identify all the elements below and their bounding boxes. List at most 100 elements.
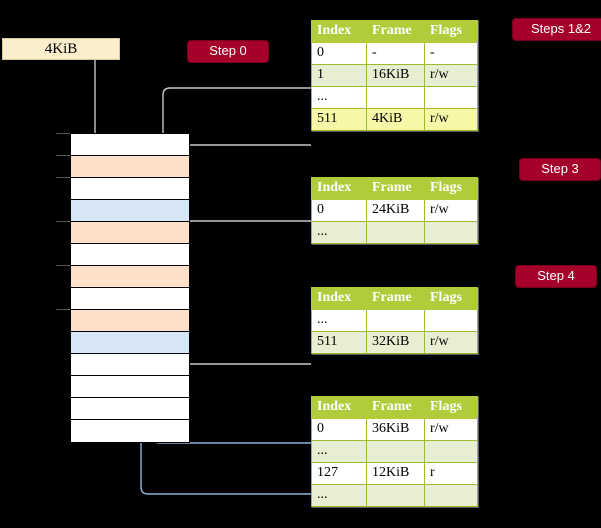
column-header-flags: Flags	[424, 177, 478, 200]
table-row[interactable]: ...	[311, 309, 478, 332]
table-cell-frm	[366, 309, 425, 332]
table-cell-flg: r	[424, 462, 478, 485]
wire-level3-entry511-to-memory	[167, 296, 311, 365]
column-header-flags: Flags	[424, 20, 478, 43]
wire-level4-entry127-to-memory	[132, 215, 311, 495]
memory-tick	[56, 265, 70, 266]
table-cell-frm: 24KiB	[366, 199, 425, 222]
column-header-frame: Frame	[366, 177, 425, 200]
table-cell-flg: -	[424, 42, 478, 65]
source-frame-label: 4KiB	[44, 40, 78, 57]
memory-frame-row	[71, 244, 189, 266]
memory-frame-row	[71, 420, 189, 442]
table-cell-flg: r/w	[424, 108, 478, 131]
table-cell-idx: ...	[311, 309, 367, 332]
table-cell-frm: 4KiB	[366, 108, 425, 131]
column-header-frame: Frame	[366, 20, 425, 43]
table-cell-flg	[424, 221, 478, 244]
table-cell-frm: 36KiB	[366, 418, 425, 441]
table-cell-flg	[424, 484, 478, 507]
table-cell-idx: 511	[311, 108, 367, 131]
table-cell-idx: 0	[311, 42, 367, 65]
table-cell-frm: 16KiB	[366, 64, 425, 87]
table-cell-idx: ...	[311, 221, 367, 244]
table-cell-idx: 1	[311, 64, 367, 87]
column-header-index: Index	[311, 287, 367, 310]
memory-frame-row	[71, 222, 189, 244]
memory-frame-row	[71, 178, 189, 200]
source-frame-box: 4KiB	[2, 38, 120, 60]
badge-step-4: Step 4	[516, 266, 596, 287]
table-cell-idx: ...	[311, 440, 367, 463]
badge-step-3: Step 3	[520, 159, 600, 180]
column-header-flags: Flags	[424, 287, 478, 310]
table-cell-flg: r/w	[424, 331, 478, 354]
memory-tick	[56, 221, 70, 222]
memory-tick	[56, 133, 70, 134]
table-cell-frm	[366, 440, 425, 463]
memory-tick	[56, 177, 70, 178]
memory-frame-row	[71, 200, 189, 222]
table-cell-idx: 127	[311, 462, 367, 485]
memory-tick	[56, 155, 70, 156]
memory-frame-row	[71, 376, 189, 398]
badge-label: Step 0	[209, 43, 247, 58]
table-cell-flg: r/w	[424, 418, 478, 441]
table-row[interactable]: 0--	[311, 42, 478, 65]
wire-level1-entry1-to-memory	[162, 87, 311, 244]
table-cell-frm	[366, 86, 425, 109]
column-header-flags: Flags	[424, 396, 478, 419]
table-cell-frm: 32KiB	[366, 331, 425, 354]
physical-memory-column	[70, 133, 190, 443]
table-cell-flg	[424, 86, 478, 109]
memory-frame-row	[71, 332, 189, 354]
memory-frame-row	[71, 288, 189, 310]
memory-frame-row	[71, 398, 189, 420]
table-cell-flg: r/w	[424, 199, 478, 222]
table-row[interactable]: ...	[311, 440, 478, 463]
table-cell-flg: r/w	[424, 64, 478, 87]
table-row[interactable]: ...	[311, 86, 478, 109]
table-cell-idx: ...	[311, 86, 367, 109]
table-cell-idx: 0	[311, 199, 367, 222]
badge-step-0: Step 0	[188, 41, 268, 62]
table-cell-idx: 0	[311, 418, 367, 441]
table-cell-frm	[366, 221, 425, 244]
column-header-index: Index	[311, 177, 367, 200]
memory-frame-row	[71, 134, 189, 156]
badge-label: Step 3	[541, 161, 579, 176]
table-cell-frm: -	[366, 42, 425, 65]
memory-frame-row	[71, 354, 189, 376]
table-cell-flg	[424, 440, 478, 463]
table-row[interactable]: ...	[311, 484, 478, 507]
column-header-frame: Frame	[366, 287, 425, 310]
table-cell-idx: ...	[311, 484, 367, 507]
memory-frame-row	[71, 310, 189, 332]
badge-label: Steps 1&2	[531, 21, 591, 36]
table-row[interactable]: ...	[311, 221, 478, 244]
badge-label: Step 4	[537, 268, 575, 283]
column-header-index: Index	[311, 20, 367, 43]
memory-frame-row	[71, 266, 189, 288]
badge-steps-1-2: Steps 1&2	[513, 19, 601, 40]
memory-frame-row	[71, 156, 189, 178]
column-header-frame: Frame	[366, 396, 425, 419]
table-cell-flg	[424, 309, 478, 332]
table-cell-idx: 511	[311, 331, 367, 354]
wire-level1-entry511-to-memory	[167, 144, 311, 154]
